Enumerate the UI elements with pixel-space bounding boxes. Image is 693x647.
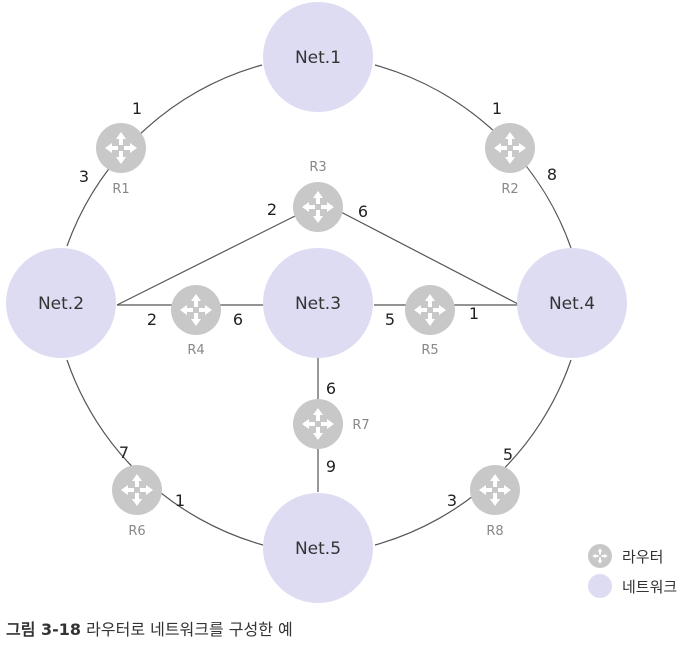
link-n2-r3 [116, 215, 296, 306]
router-icon [171, 285, 221, 335]
legend-router-icon [588, 544, 612, 568]
router-icon [96, 123, 146, 173]
router-r6: R6 [112, 465, 162, 539]
network-net3: Net.3 [263, 248, 373, 358]
cost-label: 3 [447, 491, 457, 510]
cost-label: 3 [79, 167, 89, 186]
cost-label: 8 [547, 165, 557, 184]
router-label: R4 [187, 343, 204, 358]
router-label: R3 [309, 160, 326, 175]
network-label: Net.1 [295, 48, 341, 68]
router-r2: R2 [485, 123, 535, 197]
network-diagram: Net.1 Net.2 Net.3 Net.4 Net.5 R1 R2 R3 [6, 2, 677, 603]
figure-caption-text: 라우터로 네트워크를 구성한 예 [86, 620, 293, 639]
link-r3-n4 [336, 209, 521, 306]
link-n1-r2-n4 [374, 64, 572, 249]
network-net5: Net.5 [263, 493, 373, 603]
cost-label: 1 [175, 491, 185, 510]
cost-label: 5 [385, 310, 395, 329]
figure-caption: 그림 3-18 라우터로 네트워크를 구성한 예 [6, 616, 293, 640]
network-net4: Net.4 [517, 248, 627, 358]
router-r3: R3 [293, 160, 343, 232]
network-label: Net.5 [295, 539, 341, 559]
router-label: R8 [486, 524, 503, 539]
legend-network-label: 네트워크 [622, 578, 677, 596]
router-icon [112, 465, 162, 515]
cost-label: 2 [267, 200, 277, 219]
router-icon [405, 285, 455, 335]
router-icon [485, 123, 535, 173]
legend-network-icon [588, 574, 612, 598]
router-label: R6 [128, 524, 145, 539]
router-r5: R5 [405, 285, 455, 358]
router-icon [470, 465, 520, 515]
cost-label: 1 [469, 304, 479, 323]
cost-label: 2 [147, 310, 157, 329]
router-r4: R4 [171, 285, 221, 358]
cost-label: 6 [233, 310, 243, 329]
router-label: R5 [421, 343, 438, 358]
cost-label: 5 [503, 445, 513, 464]
figure-number: 그림 3-18 [6, 620, 82, 639]
cost-label: 7 [119, 443, 129, 462]
router-icon [293, 399, 343, 449]
cost-label: 1 [132, 99, 142, 118]
cost-label: 6 [358, 202, 368, 221]
router-r7: R7 [293, 399, 370, 449]
legend: 라우터 네트워크 [588, 544, 677, 598]
router-r1: R1 [96, 123, 146, 197]
cost-label: 6 [326, 379, 336, 398]
router-icon [293, 182, 343, 232]
cost-label: 9 [326, 457, 336, 476]
legend-router-label: 라우터 [622, 548, 663, 566]
network-label: Net.2 [38, 294, 84, 314]
router-label: R2 [501, 182, 518, 197]
network-net2: Net.2 [6, 248, 116, 358]
router-label: R1 [112, 182, 129, 197]
router-label: R7 [352, 418, 369, 433]
link-costs: 1 3 1 8 2 6 2 6 5 1 7 1 6 9 5 3 [79, 99, 557, 510]
link-n1-r1-n2 [66, 64, 263, 247]
network-net1: Net.1 [263, 2, 373, 112]
cost-label: 1 [492, 99, 502, 118]
network-label: Net.4 [549, 294, 595, 314]
router-r8: R8 [470, 465, 520, 539]
link-n2-r6-n5 [66, 359, 264, 546]
network-label: Net.3 [295, 294, 341, 314]
link-n5-r8-n4 [374, 359, 572, 546]
